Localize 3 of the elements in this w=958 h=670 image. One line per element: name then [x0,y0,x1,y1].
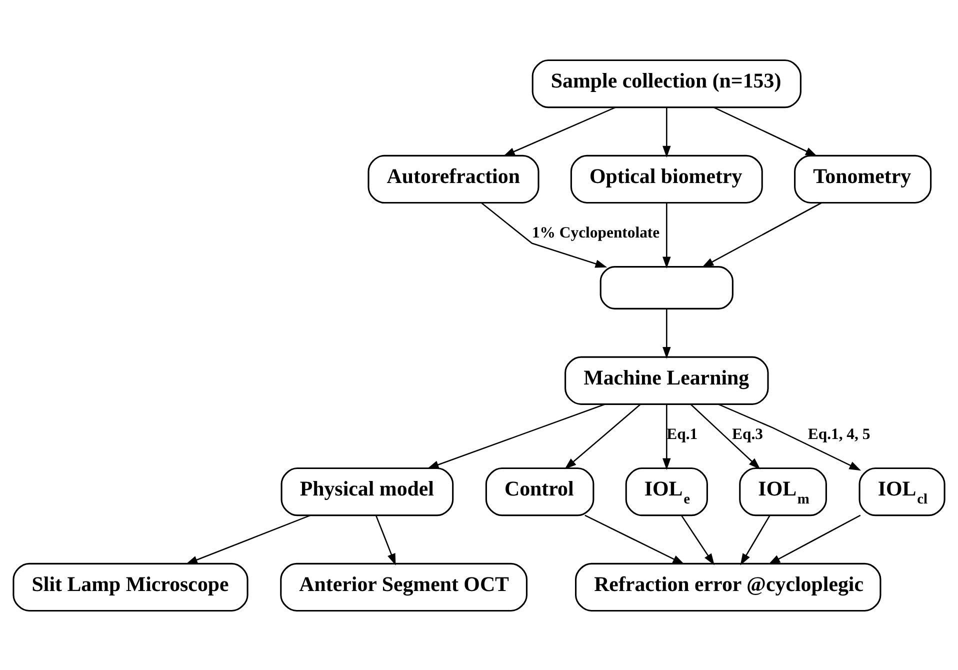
edge-label: Eq.3 [732,425,764,442]
edge-label: Eq.1, 4, 5 [808,425,870,442]
edge-label: 1% Cyclopentolate [532,224,660,242]
